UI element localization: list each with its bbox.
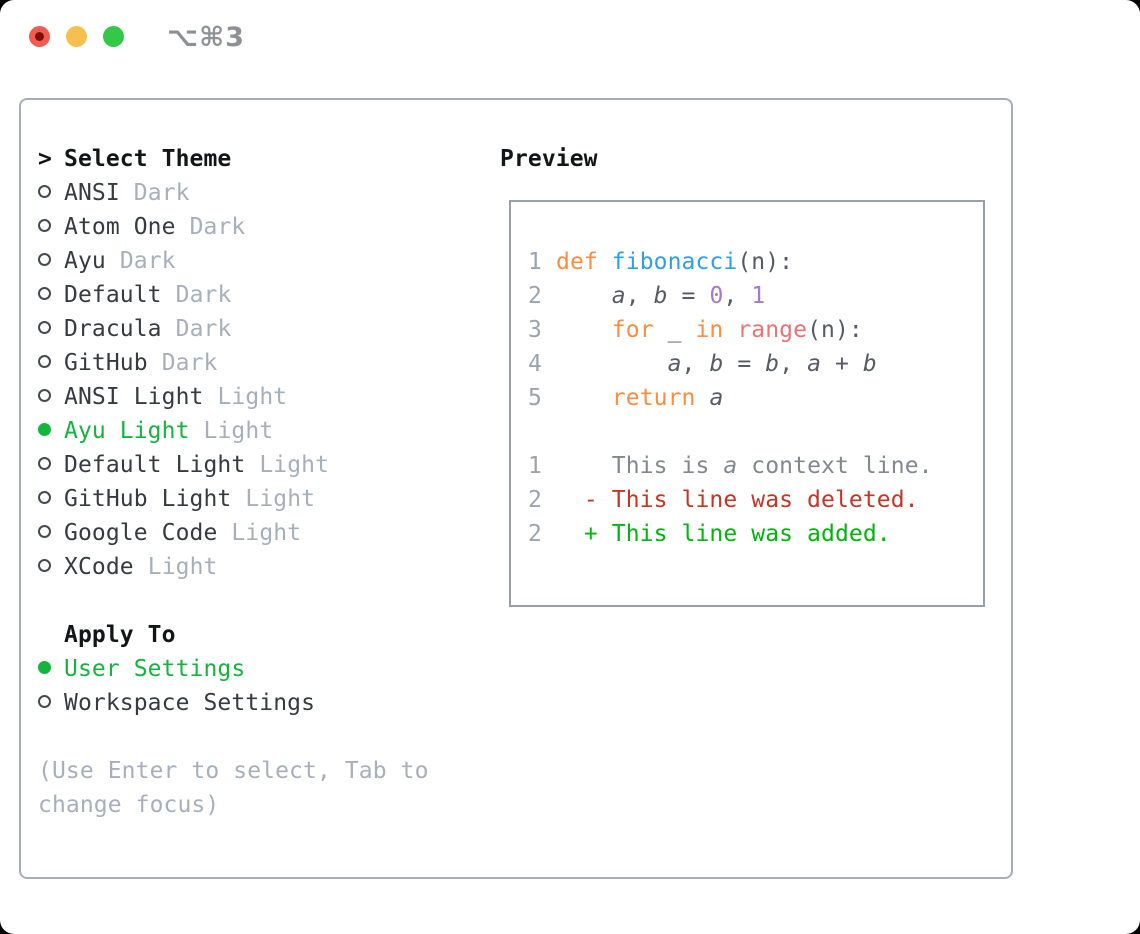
radio-icon bbox=[38, 355, 51, 368]
code-line: 2 a, b = 0, 1 bbox=[528, 279, 983, 313]
line-number: 1 bbox=[528, 249, 542, 275]
close-button[interactable] bbox=[29, 26, 50, 47]
radio-icon bbox=[38, 389, 51, 402]
window-shortcut-label: ⌥⌘3 bbox=[167, 22, 245, 53]
close-button-dot-icon bbox=[35, 32, 44, 41]
radio-icon bbox=[38, 219, 51, 232]
hint-text-line-1: (Use Enter to select, Tab to bbox=[38, 758, 429, 784]
theme-variant-badge: Dark bbox=[133, 180, 190, 206]
zoom-button[interactable] bbox=[103, 26, 124, 47]
radio-icon bbox=[38, 287, 51, 300]
prompt-caret-icon: > bbox=[38, 146, 52, 172]
line-number: 2 bbox=[528, 487, 542, 513]
apply-option-workspace-settings[interactable]: Workspace Settings bbox=[38, 686, 429, 720]
radio-icon bbox=[38, 525, 51, 538]
apply-option-user-settings[interactable]: User Settings bbox=[38, 652, 429, 686]
theme-variant-badge: Dark bbox=[175, 282, 232, 308]
theme-variant-badge: Dark bbox=[119, 248, 176, 274]
theme-variant-badge: Dark bbox=[189, 214, 246, 240]
radio-icon bbox=[38, 559, 51, 572]
theme-variant-badge: Light bbox=[203, 418, 274, 444]
radio-icon bbox=[38, 457, 51, 470]
radio-selected-icon bbox=[38, 423, 51, 436]
code-line: 3 for _ in range(n): bbox=[528, 313, 983, 347]
code-line: 4 a, b = b, a + b bbox=[528, 347, 983, 381]
diff-line-added: 2 + This line was added. bbox=[528, 517, 983, 551]
theme-variant-badge: Light bbox=[245, 486, 316, 512]
line-number: 3 bbox=[528, 317, 542, 343]
line-number: 2 bbox=[528, 521, 542, 547]
radio-icon bbox=[38, 185, 51, 198]
apply-to-header: Apply To bbox=[38, 618, 429, 652]
hint-text-line-2: change focus) bbox=[38, 792, 220, 818]
preview-header: Preview bbox=[500, 142, 598, 176]
line-number: 4 bbox=[528, 351, 542, 377]
theme-variant-badge: Dark bbox=[161, 350, 218, 376]
theme-list-header-label: Select Theme bbox=[64, 146, 232, 172]
theme-variant-badge: Light bbox=[217, 384, 288, 410]
radio-icon bbox=[38, 253, 51, 266]
code-line: 5 return a bbox=[528, 381, 983, 415]
radio-selected-icon bbox=[38, 661, 51, 674]
titlebar: ⌥⌘3 bbox=[0, 0, 1140, 70]
line-number: 1 bbox=[528, 453, 542, 479]
diff-line-context: 1 This is a context line. bbox=[528, 449, 983, 483]
theme-variant-badge: Light bbox=[259, 452, 330, 478]
radio-icon bbox=[38, 321, 51, 334]
line-number: 5 bbox=[528, 385, 542, 411]
line-number: 2 bbox=[528, 283, 542, 309]
theme-variant-badge: Dark bbox=[175, 316, 232, 342]
diff-line-deleted: 2 - This line was deleted. bbox=[528, 483, 983, 517]
theme-list-header: > Select Theme bbox=[38, 142, 429, 176]
minimize-button[interactable] bbox=[66, 26, 87, 47]
apply-to-header-label: Apply To bbox=[64, 622, 176, 648]
radio-icon bbox=[38, 491, 51, 504]
preview-header-label: Preview bbox=[500, 146, 598, 172]
theme-variant-badge: Light bbox=[231, 520, 302, 546]
theme-variant-badge: Light bbox=[147, 554, 218, 580]
radio-icon bbox=[38, 695, 51, 708]
